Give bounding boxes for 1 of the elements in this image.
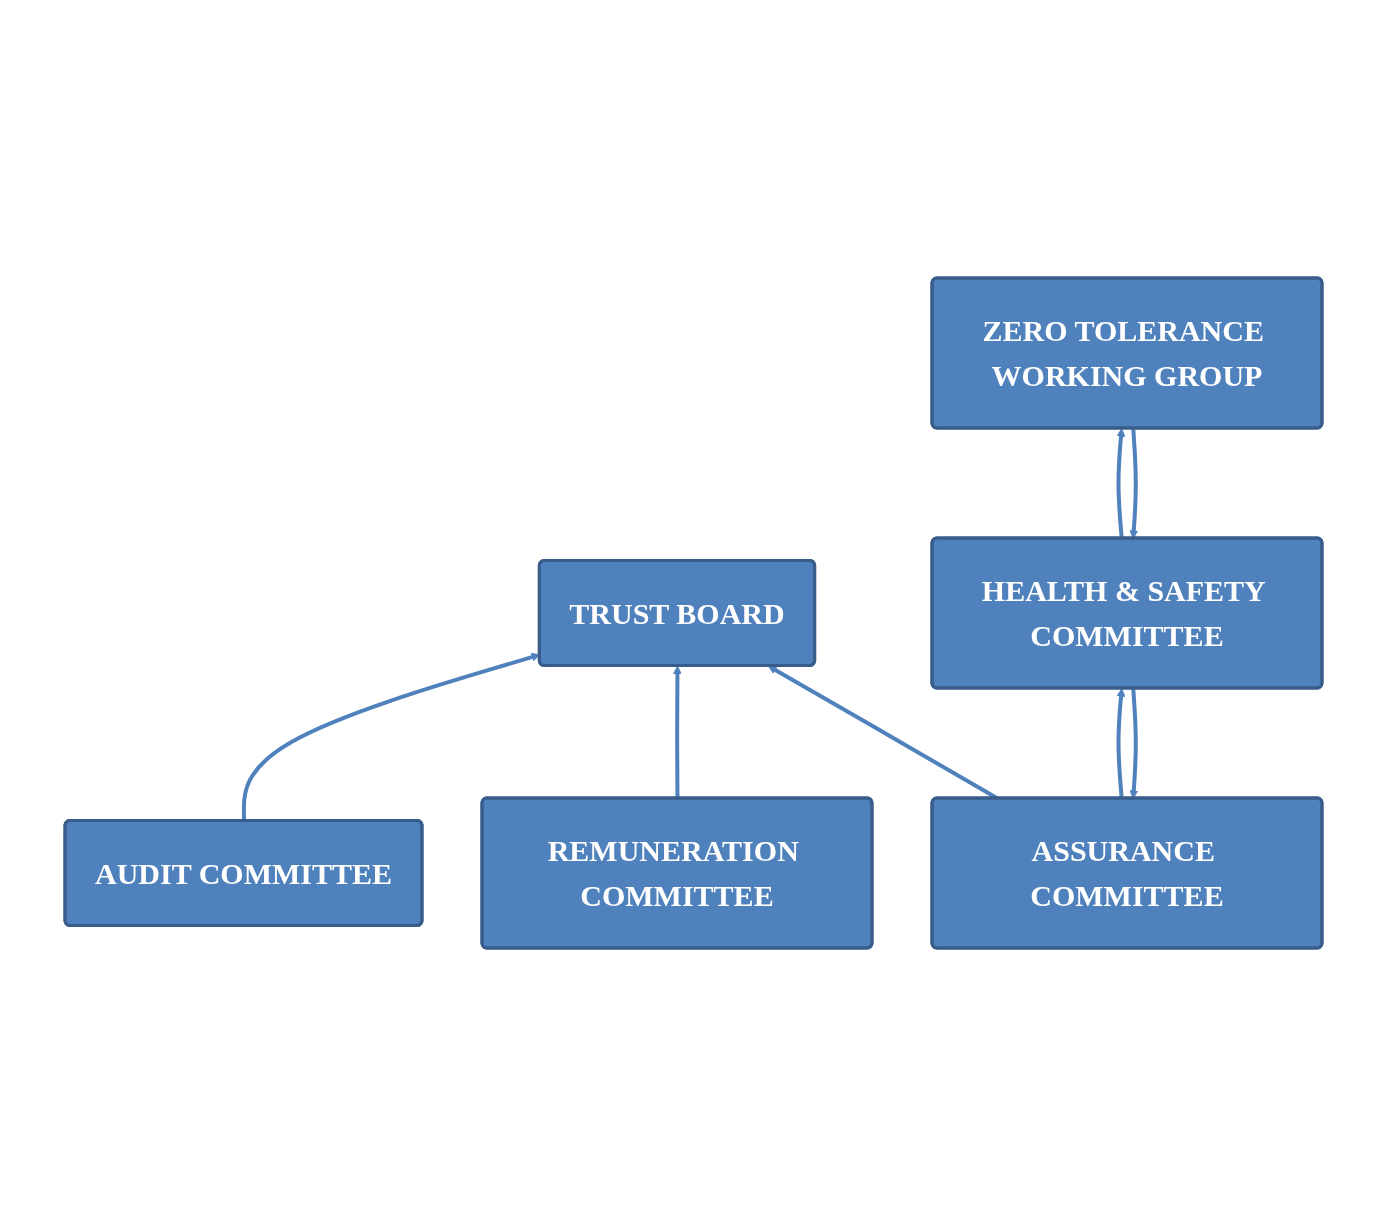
arrow xyxy=(672,665,682,798)
